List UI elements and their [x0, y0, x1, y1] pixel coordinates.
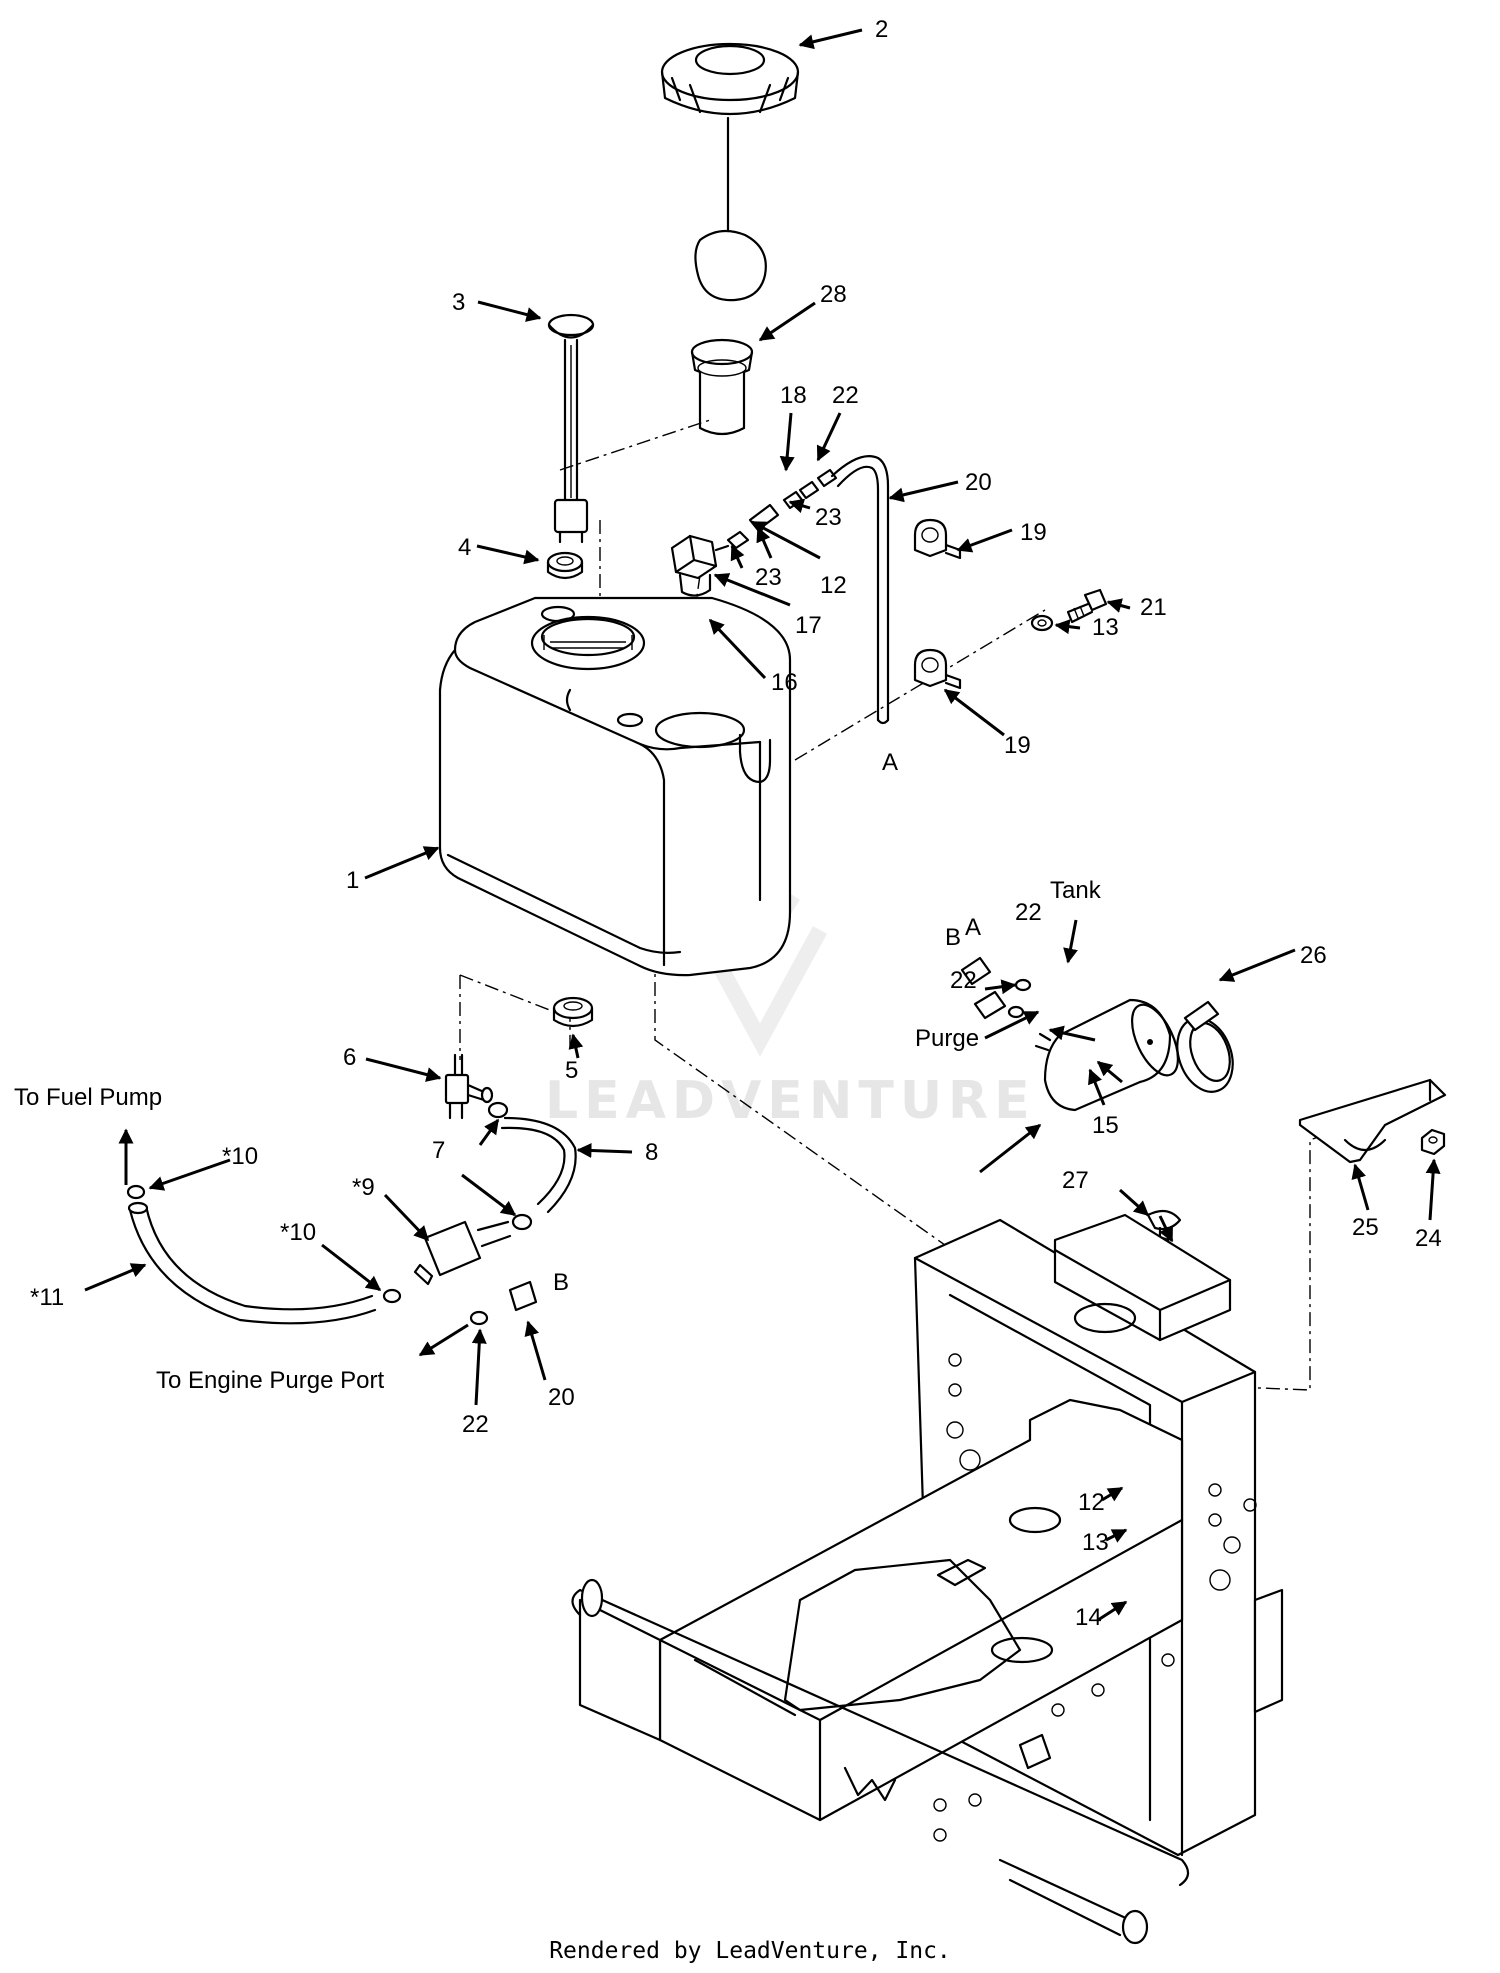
callout-5: 5: [565, 1057, 578, 1084]
watermark-text: LEADVENTURE: [545, 1071, 1036, 1131]
callout-19-lower: 19: [1004, 732, 1031, 759]
clamp-bolt-part: [1066, 588, 1108, 624]
callout-10-lower: *10: [280, 1219, 316, 1246]
callout-9: *9: [352, 1174, 375, 1201]
line-label-a-top: A: [882, 749, 898, 776]
callout-22-filter-top: 22: [1015, 899, 1042, 926]
callout-15: 15: [1092, 1112, 1119, 1139]
drain-bushing-part: [552, 996, 594, 1028]
callout-10-upper: *10: [222, 1143, 258, 1170]
callout-13-bottom: 13: [1082, 1529, 1109, 1556]
callout-11: *11: [30, 1284, 64, 1311]
callout-numbers: 2 3 28 18 22 20 23 19 4 23 12 21 13 17 1…: [14, 16, 1442, 1631]
callout-14: 14: [1075, 1604, 1102, 1631]
mower-frame: [571, 1213, 1284, 1945]
grommet-part: [546, 551, 584, 580]
fuel-pump-hose-part: [126, 1184, 377, 1325]
canister-hose-clamp-part: [1176, 1000, 1234, 1093]
purge-port-fittings: [469, 1280, 538, 1326]
callout-18: 18: [780, 382, 807, 409]
line-label-a-filter: A: [965, 914, 981, 941]
hose-clamp-lower: [913, 648, 962, 690]
callout-17: 17: [795, 612, 822, 639]
line-label-b-filter: B: [945, 924, 961, 951]
fuel-gauge-sender: [547, 313, 595, 544]
callout-27: 27: [1062, 1167, 1089, 1194]
filler-neck-part: [690, 338, 754, 436]
footer-credit: Rendered by LeadVenture, Inc.: [549, 1938, 951, 1964]
callout-1: 1: [346, 867, 359, 894]
callout-13-top: 13: [1092, 614, 1119, 641]
callout-12-top: 12: [820, 572, 847, 599]
callout-23-left: 23: [755, 564, 782, 591]
canister-bracket-part: [1298, 1078, 1447, 1164]
evap-canister-part: [1034, 998, 1179, 1112]
callout-24: 24: [1415, 1225, 1442, 1252]
vent-valve-part: [670, 534, 730, 597]
callout-12-bottom: 12: [1078, 1489, 1105, 1516]
callout-25: 25: [1352, 1214, 1379, 1241]
bracket-nut-part: [1420, 1128, 1446, 1156]
callout-26: 26: [1300, 942, 1327, 969]
callout-2: 2: [875, 16, 888, 43]
line-label-b-bottom: B: [553, 1269, 569, 1296]
callout-3: 3: [452, 289, 465, 316]
clamp-washer-part: [1030, 614, 1054, 632]
callout-4: 4: [458, 534, 471, 561]
label-purge: Purge: [915, 1025, 979, 1052]
watermark-logo: LEADVENTURE: [545, 860, 1036, 1131]
callout-22-top: 22: [832, 382, 859, 409]
callout-21: 21: [1140, 594, 1167, 621]
hose-clamp-upper: [913, 518, 962, 560]
callout-22-bottom: 22: [462, 1411, 489, 1438]
callout-6: 6: [343, 1044, 356, 1071]
callout-28: 28: [820, 281, 847, 308]
callout-19-upper: 19: [1020, 519, 1047, 546]
callout-23-right: 23: [815, 504, 842, 531]
callout-22-filter-left: 22: [950, 967, 977, 994]
vent-hose-part: [830, 455, 890, 725]
fuel-line-assembly: [382, 1101, 577, 1304]
callout-leaders: [84, 28, 1441, 1622]
callout-8: 8: [645, 1139, 658, 1166]
label-to-fuel-pump: To Fuel Pump: [14, 1084, 162, 1111]
label-tank: Tank: [1050, 877, 1102, 904]
callout-20-top: 20: [965, 469, 992, 496]
callout-16: 16: [771, 669, 798, 696]
fuel-cap: [660, 42, 800, 302]
shutoff-valve-part: [444, 1053, 494, 1120]
callout-20-bottom: 20: [548, 1384, 575, 1411]
callout-7: 7: [432, 1137, 445, 1164]
label-to-engine-purge-port: To Engine Purge Port: [156, 1367, 384, 1394]
fuel-tank: [438, 596, 792, 977]
